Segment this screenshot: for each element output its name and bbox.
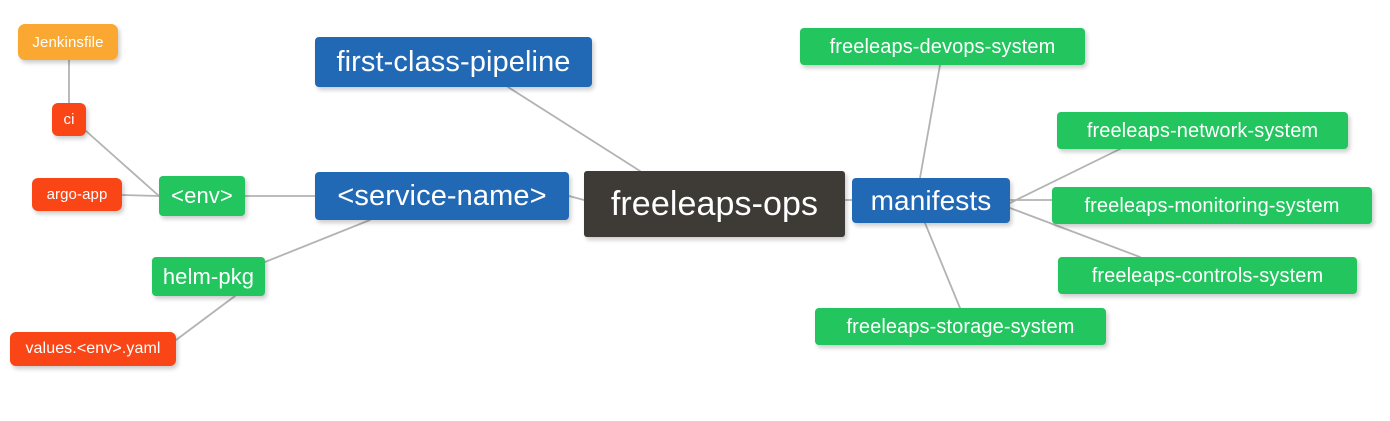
node-helm-pkg[interactable]: helm-pkg — [152, 257, 265, 296]
node-label-first-class-pipeline: first-class-pipeline — [336, 45, 571, 78]
node-label-freeleaps-devops-system: freeleaps-devops-system — [829, 35, 1056, 58]
edge-manifests-to-freeleaps-storage-system — [924, 222, 961, 309]
node-freeleaps-devops-system[interactable]: freeleaps-devops-system — [800, 28, 1085, 65]
node-label-manifests: manifests — [870, 184, 992, 216]
node-freeleaps-ops[interactable]: freeleaps-ops — [584, 171, 845, 237]
edge-manifests-to-freeleaps-devops-system — [919, 64, 941, 179]
node-argo-app[interactable]: argo-app — [32, 178, 122, 211]
node-freeleaps-network-system[interactable]: freeleaps-network-system — [1057, 112, 1348, 149]
node-label-freeleaps-ops: freeleaps-ops — [610, 185, 819, 223]
node-label-service-name: <service-name> — [337, 179, 547, 212]
node-manifests[interactable]: manifests — [852, 178, 1010, 223]
node-ci[interactable]: ci — [52, 103, 86, 136]
node-label-helm-pkg: helm-pkg — [162, 263, 255, 289]
node-values-yaml[interactable]: values.<env>.yaml — [10, 332, 176, 366]
node-label-freeleaps-network-system: freeleaps-network-system — [1086, 119, 1319, 142]
edge-argo-app-to-env — [121, 194, 160, 197]
node-label-freeleaps-monitoring-system: freeleaps-monitoring-system — [1084, 194, 1340, 217]
node-freeleaps-storage-system[interactable]: freeleaps-storage-system — [815, 308, 1106, 345]
edge-service-name-to-freeleaps-ops — [568, 195, 585, 201]
node-freeleaps-monitoring-system[interactable]: freeleaps-monitoring-system — [1052, 187, 1372, 224]
node-jenkinsfile[interactable]: Jenkinsfile — [18, 24, 118, 60]
node-env[interactable]: <env> — [159, 176, 245, 216]
node-label-argo-app: argo-app — [46, 186, 108, 203]
node-freeleaps-controls-system[interactable]: freeleaps-controls-system — [1058, 257, 1357, 294]
node-label-jenkinsfile: Jenkinsfile — [32, 33, 104, 51]
node-label-ci: ci — [63, 111, 75, 128]
node-label-values-yaml: values.<env>.yaml — [25, 340, 161, 357]
node-label-env: <env> — [171, 183, 233, 208]
node-label-freeleaps-controls-system: freeleaps-controls-system — [1091, 264, 1324, 287]
edge-first-class-pipeline-to-freeleaps-ops — [507, 86, 641, 172]
node-label-freeleaps-storage-system: freeleaps-storage-system — [846, 315, 1075, 338]
node-service-name[interactable]: <service-name> — [315, 172, 569, 220]
edge-helm-pkg-to-service-name — [264, 219, 371, 263]
edge-values-yaml-to-helm-pkg — [175, 295, 236, 341]
node-first-class-pipeline[interactable]: first-class-pipeline — [315, 37, 592, 87]
